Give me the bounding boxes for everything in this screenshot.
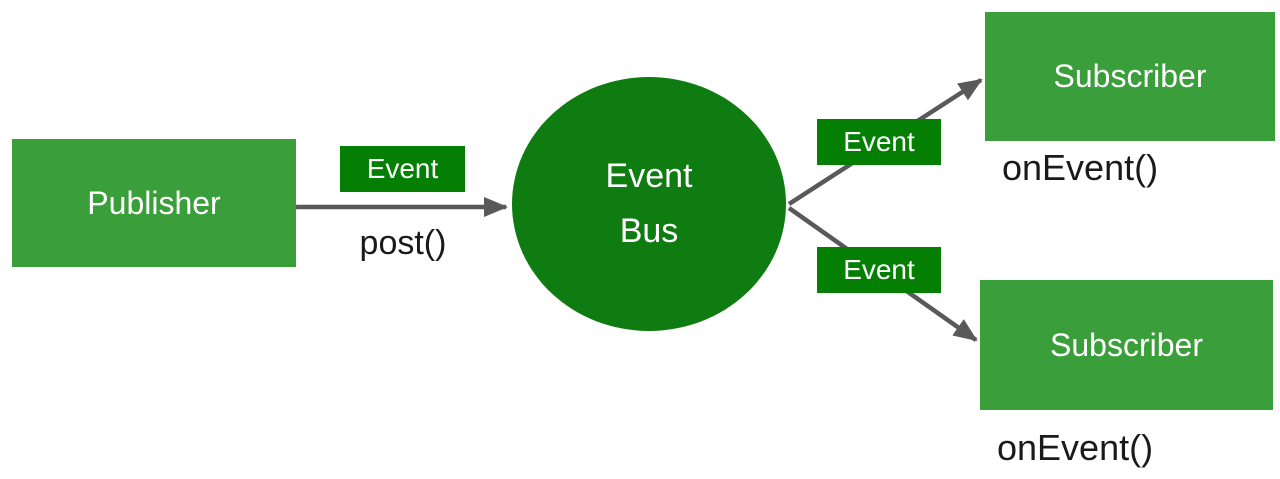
publisher-label: Publisher [87, 184, 221, 221]
subscriber1-label: Subscriber [1053, 58, 1207, 94]
subscriber2-node: Subscriber [980, 280, 1273, 410]
event-bus-node: Event Bus [512, 77, 786, 331]
event-badge-label: Event [366, 153, 439, 184]
post-method-label: post() [359, 224, 447, 262]
event-bus-label-line2: Bus [619, 212, 679, 250]
subscriber1-node: Subscriber [985, 12, 1275, 141]
event-badge-label: Event [843, 254, 915, 285]
event-badge-label: Event [843, 126, 915, 157]
subscriber1-handler-label: onEvent() [1002, 147, 1159, 188]
event-badge-subscriber2: Event [817, 247, 941, 293]
event-badge-publisher: Event [340, 146, 465, 192]
event-bus-label-line1: Event [605, 156, 693, 195]
subscriber2-handler-label: onEvent() [997, 427, 1154, 468]
subscriber2-label: Subscriber [1050, 326, 1203, 363]
publisher-node: Publisher [12, 139, 296, 267]
event-badge-subscriber1: Event [817, 119, 941, 165]
